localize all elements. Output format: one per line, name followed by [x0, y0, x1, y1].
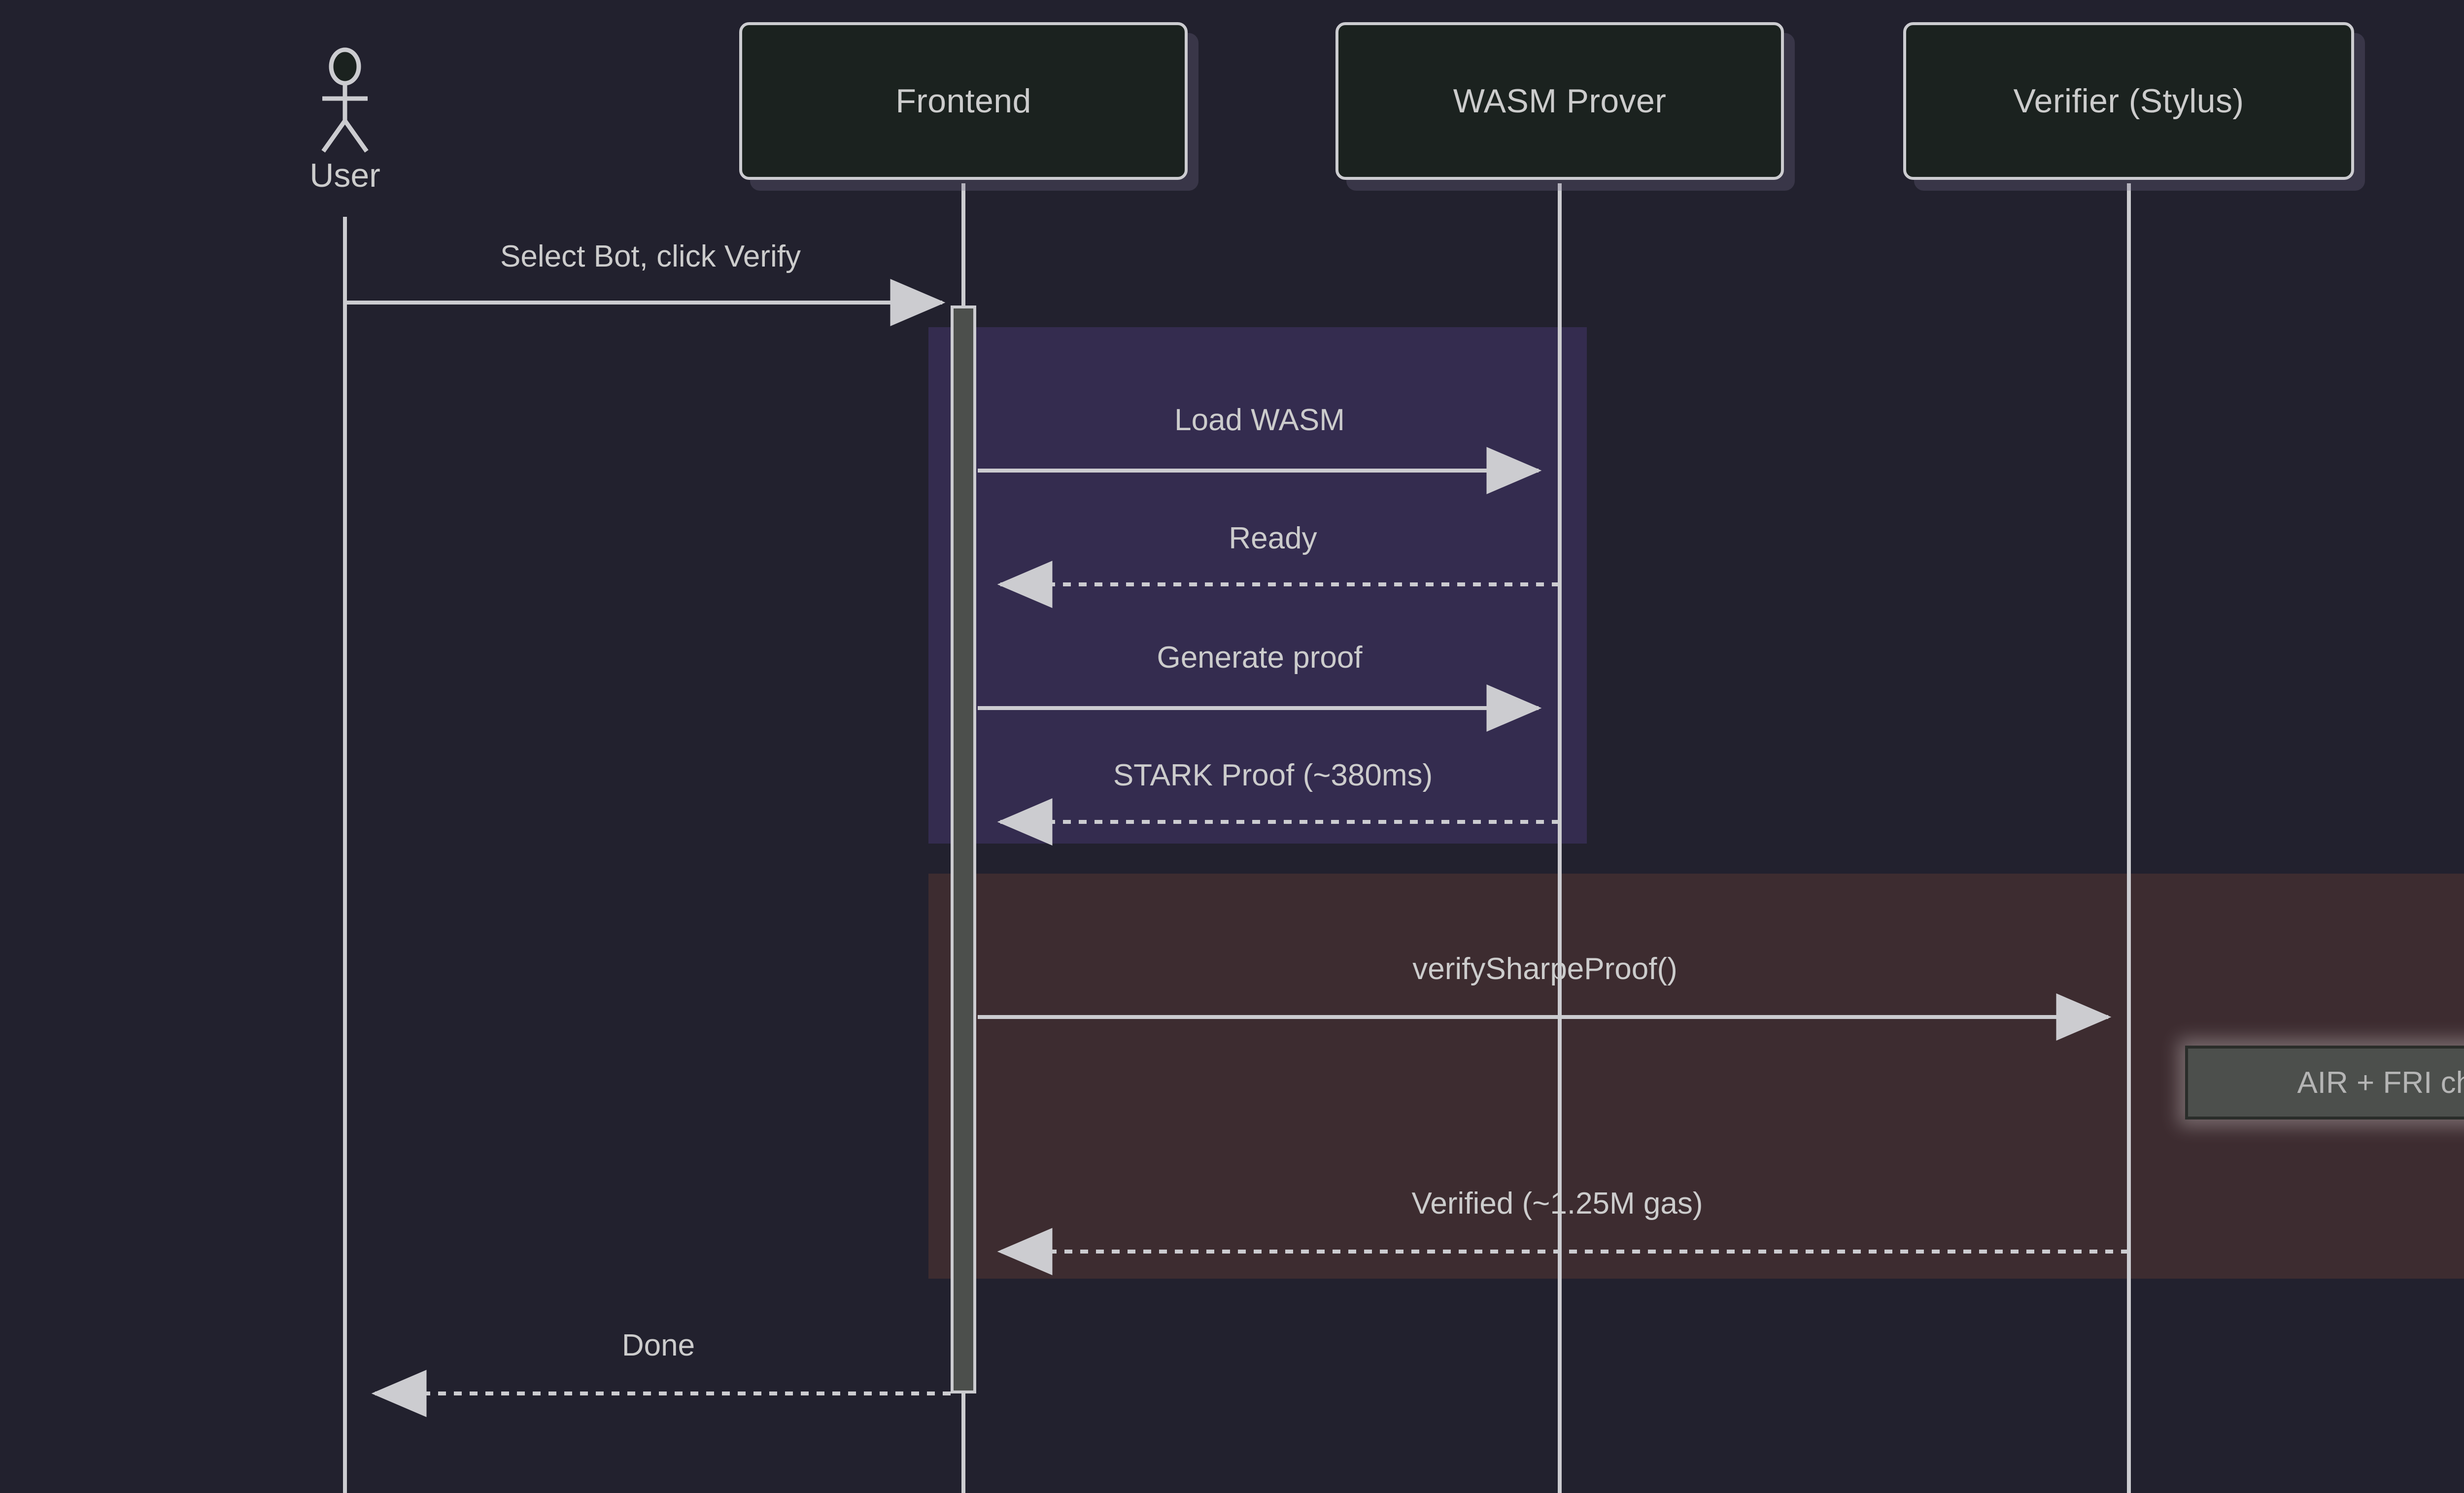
- message-label-m1: Select Bot, click Verify: [500, 239, 801, 273]
- actor-user-label: User: [309, 157, 380, 194]
- participant-wasm-prover[interactable]: WASM Prover: [1335, 22, 1784, 180]
- note-air-fri-check: AIR + FRI check: [2185, 1046, 2464, 1120]
- message-label-m3: Ready: [1229, 521, 1317, 555]
- message-label-m2: Load WASM: [1174, 403, 1345, 437]
- participant-frontend[interactable]: Frontend: [739, 22, 1188, 180]
- message-label-m5: STARK Proof (~380ms): [1113, 758, 1433, 792]
- message-label-m7: Verified (~1.25M gas): [1411, 1187, 1703, 1221]
- participant-verifier-stylus[interactable]: Verifier (Stylus): [1903, 22, 2354, 180]
- message-label-m4: Generate proof: [1157, 641, 1363, 675]
- lifeline-group: [343, 183, 2131, 1493]
- activation-bar-frontend: [951, 305, 976, 1393]
- message-label-m8: Done: [621, 1328, 695, 1362]
- participant-verifier-stylus-label: Verifier (Stylus): [2013, 82, 2244, 120]
- participant-wasm-prover-label: WASM Prover: [1453, 82, 1667, 120]
- note-air-fri-check-label: AIR + FRI check: [2297, 1065, 2464, 1100]
- participant-frontend-label: Frontend: [895, 82, 1031, 120]
- message-label-m6: verifySharpeProof(): [1412, 952, 1677, 986]
- actor-stick-figure-icon: [321, 47, 369, 153]
- actor-user[interactable]: User: [306, 47, 384, 194]
